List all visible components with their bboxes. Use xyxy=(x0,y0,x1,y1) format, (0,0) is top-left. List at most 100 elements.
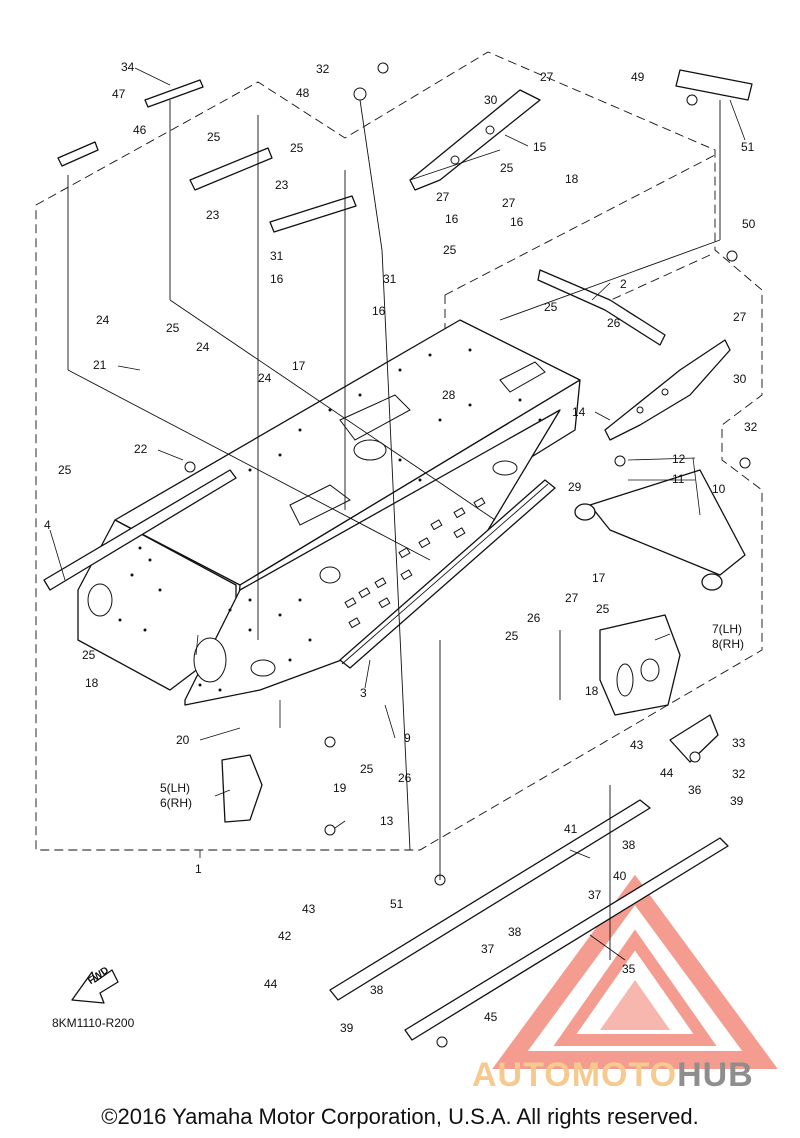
callout-25e: 25 xyxy=(544,300,558,314)
copyright-notice: ©2016 Yamaha Motor Corporation, U.S.A. A… xyxy=(101,1104,699,1129)
callout-24a: 24 xyxy=(96,313,110,327)
callout-23a: 23 xyxy=(206,208,220,222)
callout-10: 10 xyxy=(712,482,726,496)
callout-20: 20 xyxy=(176,733,190,747)
callout-11: 11 xyxy=(672,472,685,486)
callout-5: 5(LH) xyxy=(160,781,191,795)
rear-cooler xyxy=(574,469,746,591)
fwd-arrow xyxy=(71,969,119,1004)
callout-32c: 32 xyxy=(732,767,746,781)
support-23b xyxy=(269,195,357,233)
watermark-text: AUTOMOTOHUB xyxy=(472,1056,754,1095)
callout-42: 42 xyxy=(278,929,292,943)
callout-44a: 44 xyxy=(660,766,674,780)
callout-30b: 30 xyxy=(733,372,747,386)
callout-3: 3 xyxy=(360,686,367,700)
callout-25h: 25 xyxy=(82,648,96,662)
callout-23b: 23 xyxy=(275,178,289,192)
callout-2: 2 xyxy=(620,277,627,291)
callout-16c: 16 xyxy=(270,272,284,286)
callout-29: 29 xyxy=(568,480,582,494)
callout-15: 15 xyxy=(533,140,547,154)
callout-38b: 38 xyxy=(508,925,522,939)
callout-32b: 32 xyxy=(744,420,758,434)
callout-44b: 44 xyxy=(264,977,278,991)
footrest-bracket xyxy=(221,754,263,823)
callout-16d: 16 xyxy=(372,304,386,318)
running-board-lh xyxy=(329,799,651,1001)
callout-25a: 25 xyxy=(207,130,221,144)
callout-24b: 24 xyxy=(196,340,210,354)
cooler-grid xyxy=(344,497,486,629)
callout-43b: 43 xyxy=(302,902,316,916)
upper-brace xyxy=(409,89,541,191)
callout-37a: 37 xyxy=(588,888,602,902)
callout-46: 46 xyxy=(133,123,147,137)
callout-25b: 25 xyxy=(290,141,304,155)
callout-27c: 27 xyxy=(502,196,516,210)
callout-24c: 24 xyxy=(258,371,272,385)
callout-30a: 30 xyxy=(484,93,498,107)
callout-27a: 27 xyxy=(540,70,554,84)
strap-34 xyxy=(144,79,204,108)
callout-18a: 18 xyxy=(565,172,579,186)
watermark-text-gray: HUB xyxy=(677,1056,754,1094)
support-23a xyxy=(189,147,273,191)
watermark-text-colored: AUTOMOTO xyxy=(472,1056,678,1094)
callout-21: 21 xyxy=(93,358,107,372)
callout-18c: 18 xyxy=(585,684,599,698)
automotohub-logo xyxy=(492,874,778,1069)
frame-exploded-diagram xyxy=(35,51,763,1048)
callout-22: 22 xyxy=(134,442,148,456)
callout-26a: 26 xyxy=(607,316,621,330)
callout-12: 12 xyxy=(672,452,686,466)
callout-37b: 37 xyxy=(481,942,495,956)
callout-49: 49 xyxy=(631,70,645,84)
callout-27d: 27 xyxy=(733,310,747,324)
callout-4: 4 xyxy=(44,518,51,532)
callout-17b: 17 xyxy=(592,571,606,585)
callout-32a: 32 xyxy=(316,62,330,76)
plate-46 xyxy=(57,141,99,167)
diagram-code: 8KM1110-R200 xyxy=(52,1016,135,1030)
callout-13: 13 xyxy=(380,814,394,828)
callout-51a: 51 xyxy=(741,140,755,154)
callout-51b: 51 xyxy=(390,897,404,911)
running-board-rh xyxy=(404,837,729,1041)
callout-45: 45 xyxy=(484,1010,498,1024)
callout-25f: 25 xyxy=(166,321,180,335)
callout-36: 36 xyxy=(688,783,702,797)
rear-rail xyxy=(43,469,237,591)
callout-33: 33 xyxy=(732,736,746,750)
callout-39b: 39 xyxy=(340,1021,354,1035)
callout-14: 14 xyxy=(572,405,586,419)
callout-27e: 27 xyxy=(565,591,579,605)
callout-43a: 43 xyxy=(630,738,644,752)
bracket-33 xyxy=(669,714,719,763)
slide-strip xyxy=(339,479,556,669)
callout-34: 34 xyxy=(121,60,135,74)
fasteners xyxy=(184,62,751,1048)
callout-25i: 25 xyxy=(505,629,519,643)
callout-6: 6(RH) xyxy=(160,796,192,810)
callout-18b: 18 xyxy=(85,676,99,690)
front-side-bracket xyxy=(599,614,681,716)
callout-8: 8(RH) xyxy=(712,637,744,651)
callout-47: 47 xyxy=(112,87,126,101)
callout-19: 19 xyxy=(333,781,347,795)
callout-16b: 16 xyxy=(510,215,524,229)
callout-26c: 26 xyxy=(398,771,412,785)
callout-31a: 31 xyxy=(270,249,284,263)
callout-38a: 38 xyxy=(622,838,636,852)
callout-28: 28 xyxy=(442,388,456,402)
callout-31b: 31 xyxy=(383,272,397,286)
callout-41: 41 xyxy=(564,822,578,836)
callout-35: 35 xyxy=(622,962,636,976)
callout-50: 50 xyxy=(742,217,756,231)
callout-25g: 25 xyxy=(58,463,72,477)
callout-25c: 25 xyxy=(500,161,514,175)
callout-25j: 25 xyxy=(596,602,610,616)
callout-7: 7(LH) xyxy=(712,622,743,636)
callout-1: 1 xyxy=(195,862,202,876)
cross-bar xyxy=(537,269,666,346)
